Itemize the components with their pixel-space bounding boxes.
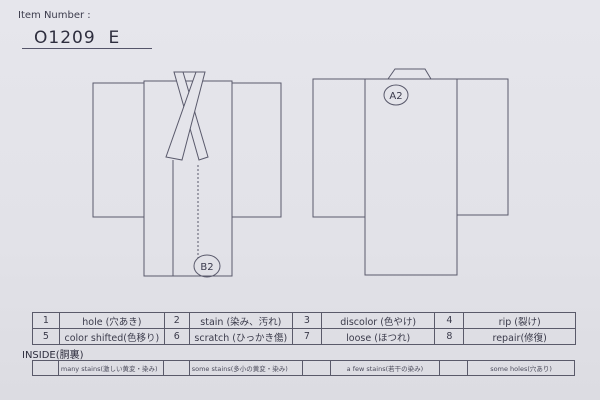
legend-label: scratch (ひっかき傷) bbox=[188, 328, 293, 345]
legend-label: color shifted(色移り) bbox=[58, 328, 165, 345]
legend-label: repair(修復) bbox=[463, 328, 576, 345]
inside-checkbox[interactable] bbox=[439, 360, 469, 376]
legend-row: 1 hole (穴あき) 2 stain (染み、汚れ) 3 discolor … bbox=[32, 312, 576, 329]
item-number-label: Item Number : bbox=[18, 10, 91, 21]
kimono-back bbox=[312, 68, 509, 276]
inside-title: INSIDE(胴裏) bbox=[22, 350, 84, 361]
front-marker-circle bbox=[193, 254, 221, 278]
back-left-sleeve bbox=[312, 78, 366, 218]
inside-condition-table: many stains(激しい黄変・染み) some stains(多小の黄変・… bbox=[32, 360, 575, 376]
legend-num: 8 bbox=[434, 328, 465, 345]
damage-legend-table: 1 hole (穴あき) 2 stain (染み、汚れ) 3 discolor … bbox=[32, 312, 576, 345]
front-marker-text: B2 bbox=[200, 262, 213, 273]
inside-checkbox[interactable] bbox=[162, 360, 190, 376]
legend-label: hole (穴あき) bbox=[58, 312, 165, 329]
legend-label: discolor (色やけ) bbox=[320, 312, 436, 329]
inside-option-label: a few stains(若干の染み) bbox=[329, 360, 441, 376]
back-right-sleeve bbox=[456, 78, 509, 216]
inside-checkbox[interactable] bbox=[301, 360, 331, 376]
back-marker-circle bbox=[383, 84, 409, 106]
back-collar-tab bbox=[387, 68, 432, 80]
legend-num: 2 bbox=[163, 312, 190, 329]
front-left-sleeve bbox=[92, 82, 145, 218]
front-right-sleeve bbox=[231, 82, 282, 218]
legend-num: 6 bbox=[163, 328, 190, 345]
legend-row: 5 color shifted(色移り) 6 scratch (ひっかき傷) 7… bbox=[32, 328, 576, 345]
legend-num: 7 bbox=[291, 328, 322, 345]
back-body bbox=[364, 78, 458, 276]
inside-option-label: many stains(激しい黄変・染み) bbox=[57, 360, 164, 376]
inside-option-label: some holes(穴あり) bbox=[467, 360, 575, 376]
legend-num: 4 bbox=[434, 312, 465, 329]
legend-num: 1 bbox=[32, 312, 60, 329]
kimono-front bbox=[92, 71, 282, 278]
item-number-underline bbox=[22, 48, 152, 49]
legend-label: stain (染み、汚れ) bbox=[188, 312, 293, 329]
inside-option-label: some stains(多小の黄変・染み) bbox=[188, 360, 303, 376]
inside-row: many stains(激しい黄変・染み) some stains(多小の黄変・… bbox=[32, 360, 575, 376]
inside-checkbox[interactable] bbox=[32, 360, 59, 376]
legend-num: 5 bbox=[32, 328, 60, 345]
legend-label: rip (裂け) bbox=[463, 312, 576, 329]
legend-num: 3 bbox=[291, 312, 322, 329]
back-marker-text: A2 bbox=[389, 91, 402, 102]
item-number-value: O1209 E bbox=[34, 28, 121, 48]
front-body bbox=[143, 80, 233, 277]
legend-label: loose (ほつれ) bbox=[320, 328, 436, 345]
